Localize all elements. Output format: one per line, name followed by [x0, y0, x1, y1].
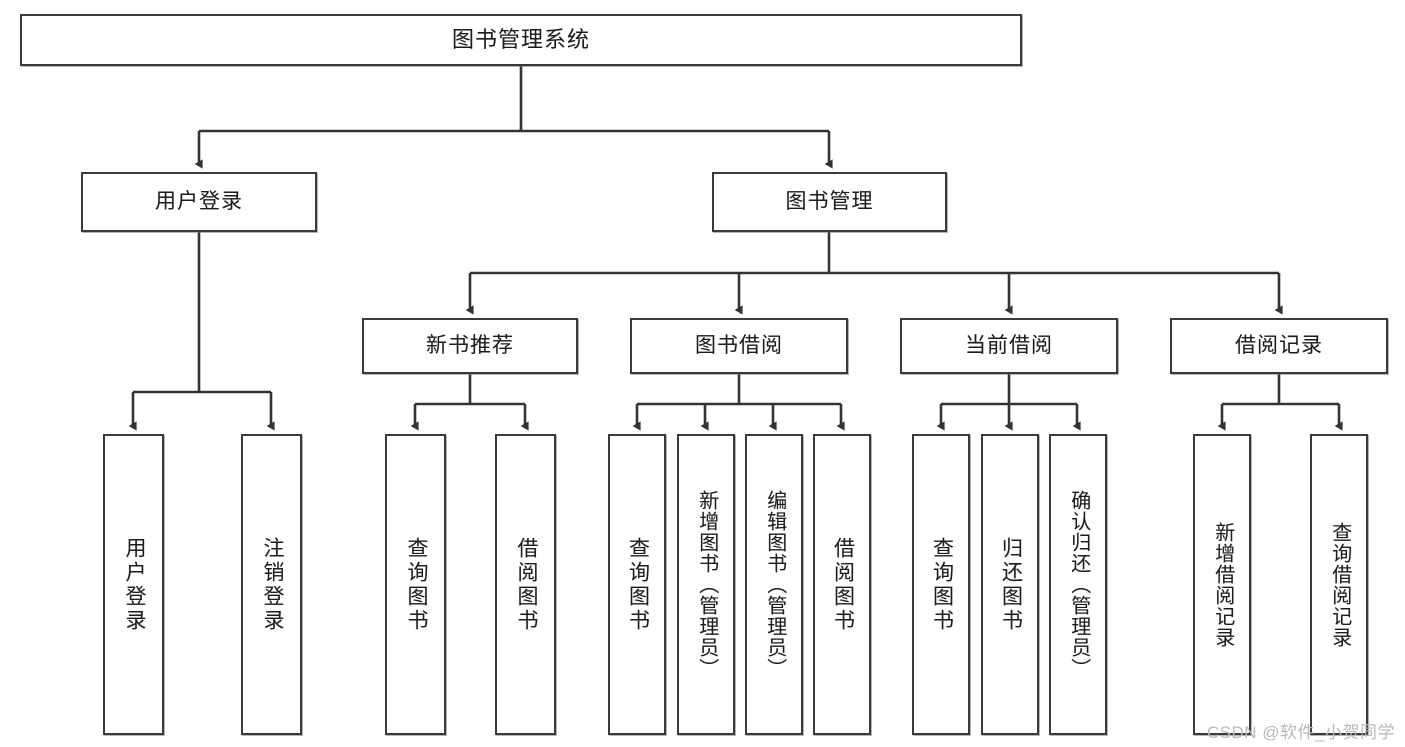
leaf-borrow-book-recommend[interactable]: 借阅图书: [495, 434, 556, 735]
leaf-query-book-current[interactable]: 查询图书: [912, 434, 970, 735]
leaf-borrow-book[interactable]: 借阅图书: [813, 434, 871, 735]
node-book-management[interactable]: 图书管理: [712, 172, 947, 232]
node-label: 用户登录: [155, 190, 243, 214]
leaf-query-book[interactable]: 查询图书: [608, 434, 666, 735]
leaf-add-borrow-record[interactable]: 新增借阅记录: [1193, 434, 1251, 735]
node-new-book-recommend[interactable]: 新书推荐: [362, 318, 578, 374]
leaf-label: 借阅图书: [831, 536, 855, 633]
leaf-confirm-return-admin[interactable]: 确认归还（管理员）: [1049, 434, 1107, 735]
leaf-label: 查询图书: [404, 536, 428, 633]
node-current-borrow[interactable]: 当前借阅: [900, 318, 1118, 374]
leaf-edit-book-admin[interactable]: 编辑图书（管理员）: [745, 434, 803, 735]
node-label: 借阅记录: [1235, 334, 1323, 358]
leaf-user-login[interactable]: 用户登录: [103, 434, 164, 735]
leaf-return-book[interactable]: 归还图书: [981, 434, 1039, 735]
leaf-query-borrow-record[interactable]: 查询借阅记录: [1310, 434, 1368, 735]
leaf-logout[interactable]: 注销登录: [241, 434, 302, 735]
node-root-system[interactable]: 图书管理系统: [20, 14, 1022, 66]
leaf-query-book-recommend[interactable]: 查询图书: [385, 434, 446, 735]
leaf-label: 查询借阅记录: [1328, 521, 1351, 648]
leaf-label: 注销登录: [260, 536, 284, 633]
leaf-label: 归还图书: [999, 536, 1023, 633]
node-label: 当前借阅: [965, 334, 1053, 358]
node-book-borrow[interactable]: 图书借阅: [630, 318, 848, 374]
leaf-label: 查询图书: [626, 536, 650, 633]
node-label: 图书借阅: [695, 334, 783, 358]
node-label: 图书管理: [785, 190, 874, 214]
leaf-add-book-admin[interactable]: 新增图书（管理员）: [677, 434, 735, 735]
leaf-label: 查询图书: [930, 536, 954, 633]
node-label: 图书管理系统: [451, 26, 590, 52]
node-user-login[interactable]: 用户登录: [81, 172, 317, 232]
leaf-label: 确认归还（管理员）: [1067, 490, 1090, 679]
leaf-label: 借阅图书: [514, 536, 538, 633]
node-borrow-record[interactable]: 借阅记录: [1170, 318, 1388, 374]
leaf-label: 编辑图书（管理员）: [763, 490, 786, 679]
leaf-label: 新增图书（管理员）: [695, 490, 718, 679]
leaf-label: 用户登录: [122, 536, 146, 633]
leaf-label: 新增借阅记录: [1211, 521, 1234, 648]
node-label: 新书推荐: [426, 334, 514, 358]
